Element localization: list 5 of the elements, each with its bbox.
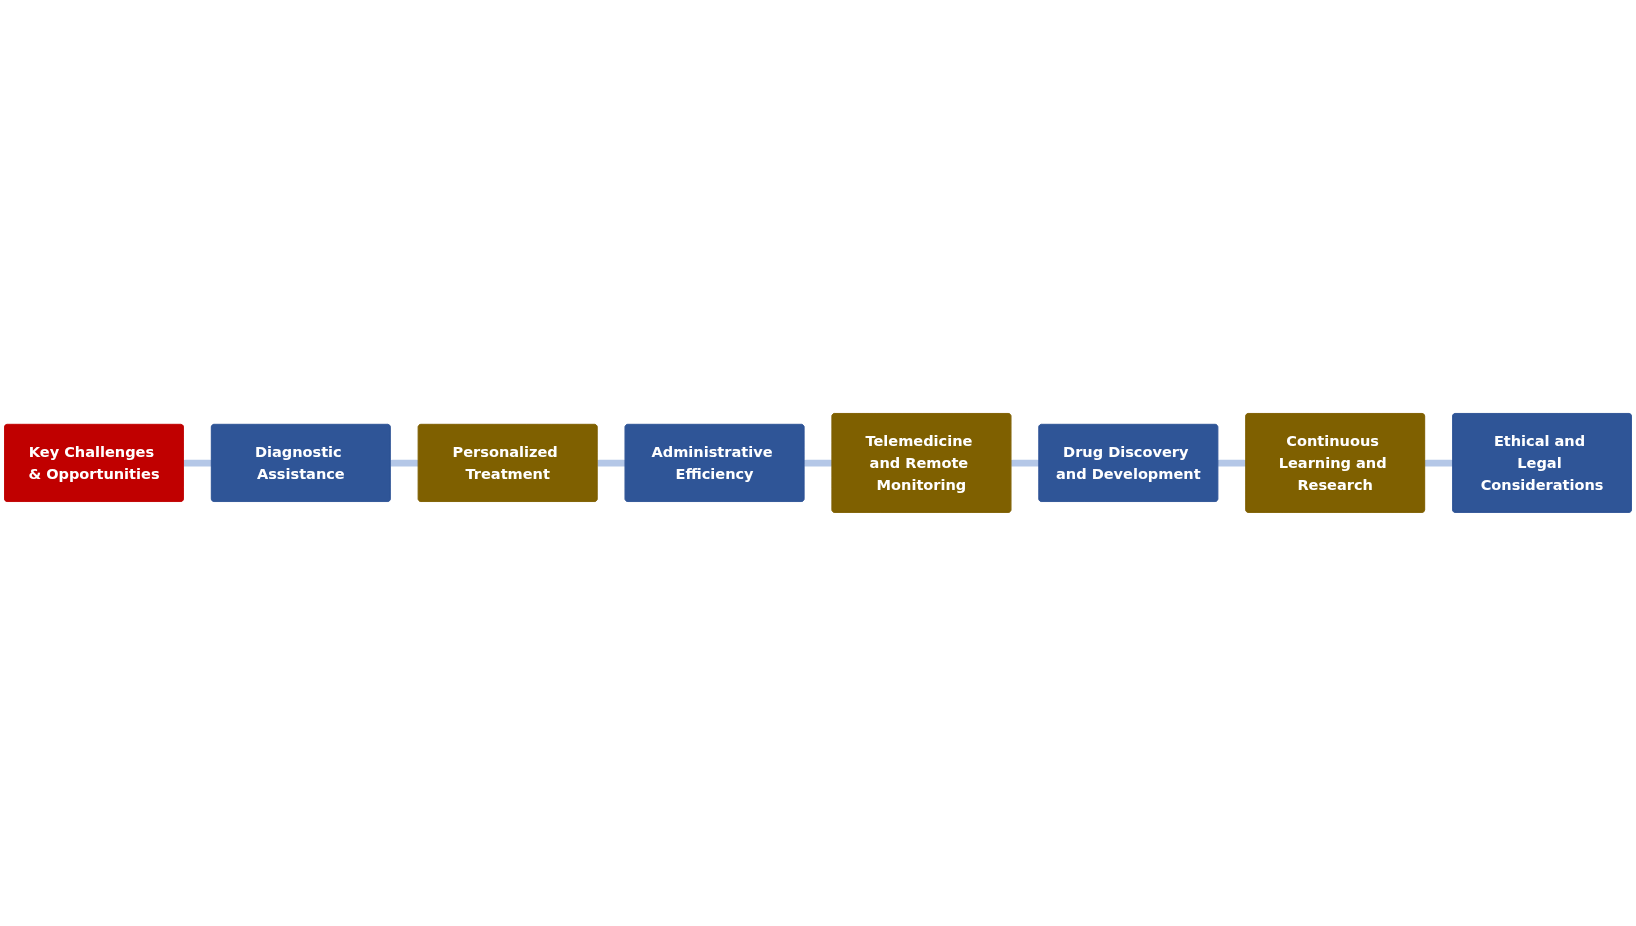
connector [182,459,213,467]
connector [389,459,420,467]
connector [596,459,627,467]
connector [1216,459,1247,467]
connector [1423,459,1454,467]
